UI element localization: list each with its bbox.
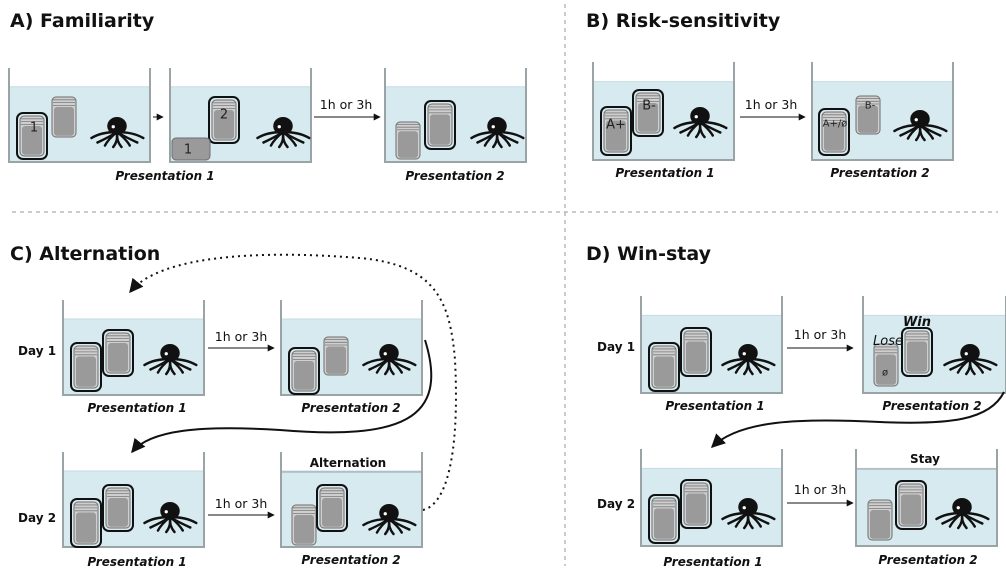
jar — [102, 484, 134, 532]
caption-presentation-2: Presentation 2 — [301, 553, 401, 567]
jar — [51, 96, 77, 138]
delay-label: 1h or 3h — [319, 97, 373, 112]
win-label: Win — [902, 315, 932, 330]
caption-presentation-1: Presentation 1 — [115, 169, 215, 183]
jar — [867, 499, 893, 541]
day-1-label: Day 1 — [597, 340, 636, 354]
octopus-icon — [721, 498, 776, 530]
jar-number-label: 1 — [29, 120, 39, 136]
jar — [288, 347, 320, 395]
day-2-label: Day 2 — [597, 497, 636, 511]
lose-label: Lose — [873, 334, 903, 349]
jar — [818, 108, 850, 156]
caption-presentation-1: Presentation 1 — [665, 399, 765, 413]
jar — [855, 95, 881, 135]
jar — [648, 342, 680, 392]
jar — [680, 327, 712, 377]
octopus-icon — [362, 504, 417, 536]
alternation-header: Alternation — [309, 456, 387, 470]
next-day-arrow — [710, 391, 1005, 448]
jar-label: B- — [642, 98, 656, 114]
day-1-label: Day 1 — [18, 344, 57, 358]
delay-label: 1h or 3h — [214, 329, 268, 344]
jar — [70, 342, 102, 392]
octopus-icon — [935, 498, 990, 530]
empty-symbol: ø — [881, 367, 889, 379]
octopus-icon — [143, 502, 198, 534]
jar-label: A+/ø — [822, 118, 848, 130]
octopus-icon — [90, 117, 145, 149]
jar — [208, 96, 240, 144]
delay-label: 1h or 3h — [214, 496, 268, 511]
caption-presentation-2: Presentation 2 — [878, 553, 978, 567]
jar-label: B- — [864, 100, 876, 112]
jar — [632, 89, 664, 137]
caption-presentation-1: Presentation 1 — [615, 166, 715, 180]
octopus-icon — [470, 117, 525, 149]
jar — [873, 343, 899, 387]
jar — [70, 498, 102, 548]
octopus-icon — [256, 117, 311, 149]
octopus-icon — [362, 344, 417, 376]
jar — [16, 112, 48, 160]
caption-presentation-2: Presentation 2 — [830, 166, 930, 180]
jar — [102, 329, 134, 377]
jar — [395, 121, 421, 160]
jar-number-label: 1 — [183, 142, 193, 158]
stay-header: Stay — [910, 452, 940, 466]
next-day-arrow — [131, 339, 433, 454]
jar — [316, 484, 348, 532]
octopus-icon — [893, 110, 948, 142]
caption-presentation-1: Presentation 1 — [87, 555, 187, 569]
panel-b-title: B) Risk-sensitivity — [586, 10, 781, 32]
delay-label: 1h or 3h — [744, 97, 798, 112]
panel-c-title: C) Alternation — [10, 243, 161, 265]
jar — [291, 504, 317, 546]
panel-d-title: D) Win-stay — [586, 243, 711, 265]
jar-number-label: 2 — [219, 107, 229, 123]
caption-presentation-1: Presentation 1 — [663, 555, 763, 569]
jar — [680, 479, 712, 529]
jar — [323, 336, 349, 376]
jar — [648, 494, 680, 544]
jar — [600, 106, 632, 156]
octopus-icon — [673, 107, 728, 139]
caption-presentation-2: Presentation 2 — [301, 401, 401, 415]
caption-presentation-2: Presentation 2 — [405, 169, 505, 183]
jar — [895, 480, 927, 530]
caption-presentation-2: Presentation 2 — [882, 399, 982, 413]
repeat-arrow — [129, 253, 457, 511]
delay-label: 1h or 3h — [793, 482, 847, 497]
octopus-icon — [721, 344, 776, 376]
day-2-label: Day 2 — [18, 511, 57, 525]
jar-label: A+ — [606, 117, 626, 133]
jar — [424, 100, 456, 150]
jar — [901, 327, 933, 377]
octopus-icon — [943, 344, 998, 376]
delay-label: 1h or 3h — [793, 327, 847, 342]
octopus-icon — [143, 344, 198, 376]
caption-presentation-1: Presentation 1 — [87, 401, 187, 415]
fallen-jar — [171, 137, 211, 161]
panel-a-title: A) Familiarity — [10, 10, 155, 32]
